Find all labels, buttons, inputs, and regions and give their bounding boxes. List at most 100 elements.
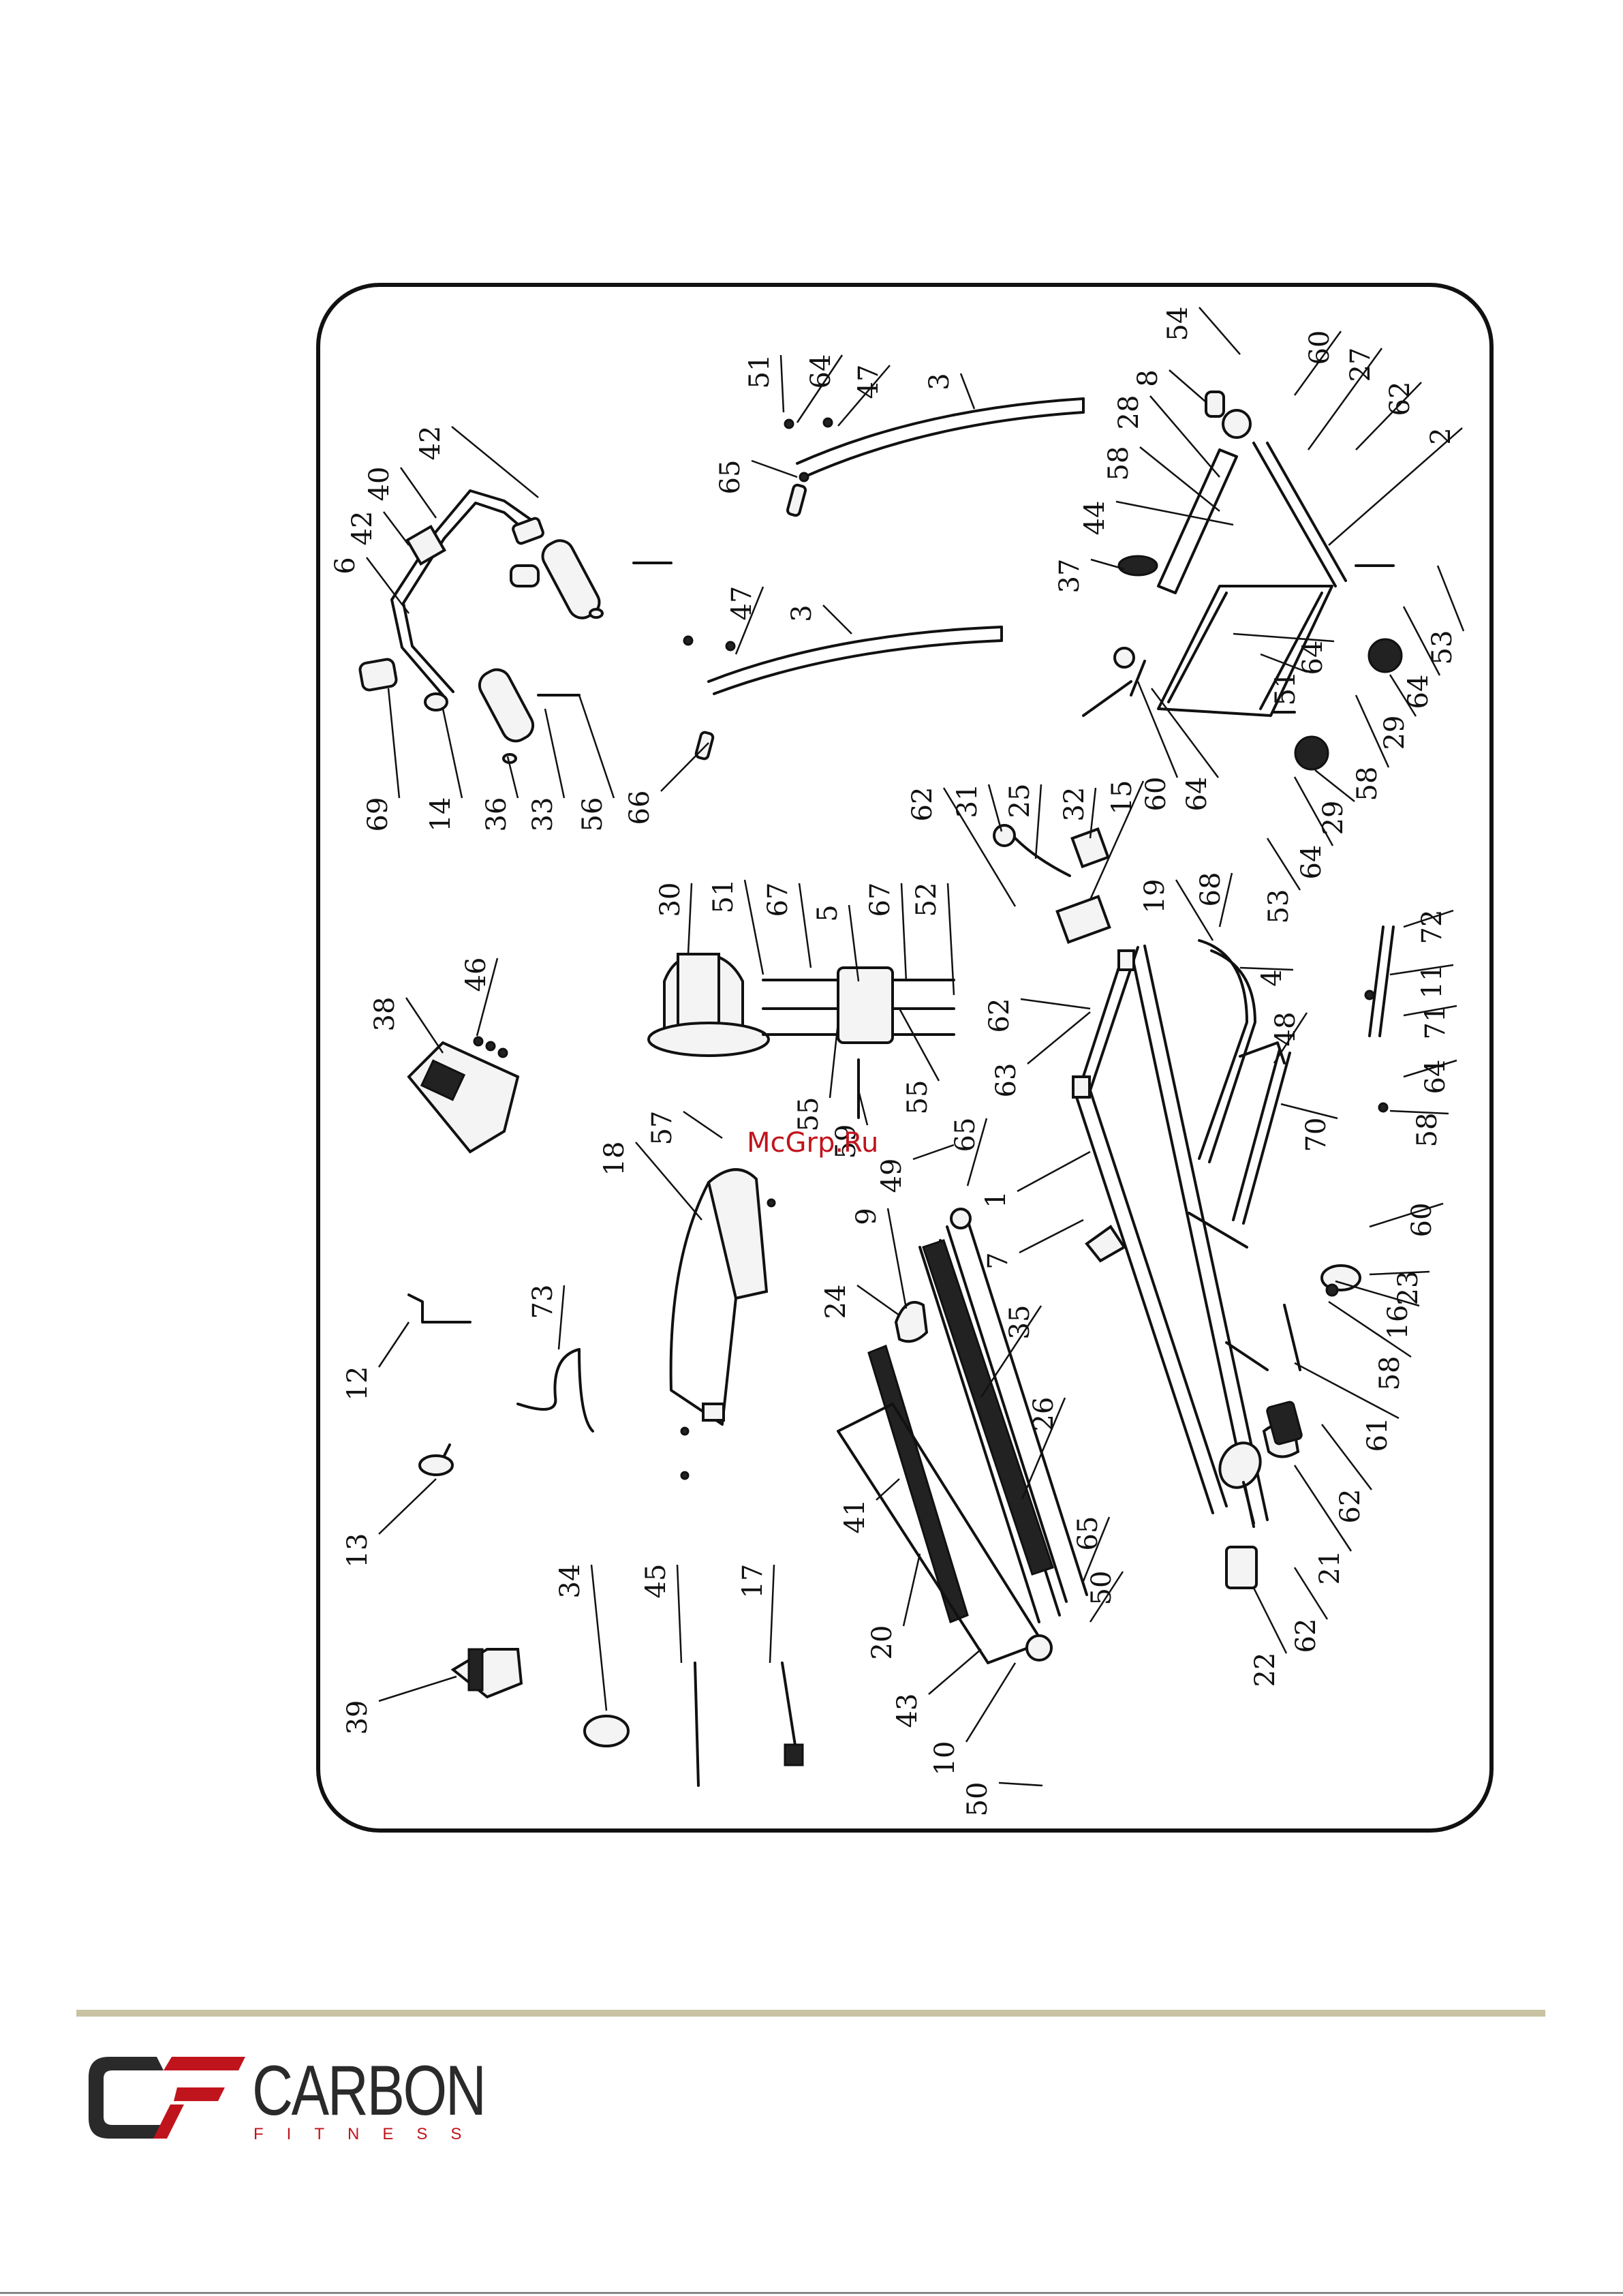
leader-line-30 (687, 883, 693, 955)
leader-line-44 (1115, 500, 1234, 526)
leader-line-42 (383, 511, 409, 546)
leader-line-6 (366, 557, 409, 614)
part-label-21: 21 (1314, 1550, 1346, 1585)
leader-line-39 (378, 1675, 457, 1702)
part-label-59: 59 (831, 1124, 862, 1159)
brand-name: CARBON (252, 2051, 486, 2130)
leader-line-24 (856, 1284, 900, 1317)
leader-line-54 (1199, 307, 1241, 355)
part-label-62: 62 (984, 998, 1015, 1033)
diagram-frame (316, 283, 1494, 1833)
leader-line-62 (1321, 1424, 1372, 1490)
leader-line-27 (1307, 348, 1383, 450)
part-label-2: 2 (1425, 427, 1457, 444)
leader-line-71 (1403, 1005, 1457, 1017)
part-label-58: 58 (1352, 767, 1383, 801)
carbon-fitness-logo-mark (89, 2057, 245, 2139)
part-label-15: 15 (1107, 780, 1138, 815)
part-label-28: 28 (1113, 395, 1145, 430)
part-label-7: 7 (983, 1252, 1014, 1269)
leader-line-51 (743, 879, 764, 975)
leader-line-42 (451, 426, 539, 498)
leader-line-56 (578, 694, 615, 799)
leader-line-17 (769, 1564, 775, 1664)
leader-line-64 (1233, 632, 1335, 643)
leader-line-69 (387, 688, 401, 799)
leader-line-66 (660, 742, 709, 792)
leader-line-10 (965, 1662, 1017, 1743)
part-label-62: 62 (1385, 382, 1416, 416)
part-label-51: 51 (708, 879, 739, 914)
part-label-67: 67 (865, 883, 896, 917)
part-label-50: 50 (962, 1782, 993, 1817)
part-label-64: 64 (1297, 641, 1329, 675)
handlebar-assembly (358, 489, 673, 764)
part-label-67: 67 (762, 883, 794, 917)
leader-line-47 (837, 365, 891, 427)
leader-line-2 (1328, 427, 1463, 546)
part-label-4: 4 (1256, 969, 1288, 986)
leader-line-41 (876, 1478, 900, 1501)
leader-line-3 (822, 604, 852, 634)
leader-line-49 (912, 1144, 955, 1161)
leader-line-62 (1293, 1567, 1329, 1620)
leader-line-43 (928, 1649, 982, 1695)
part-label-47: 47 (726, 586, 758, 621)
leader-line-19 (1175, 879, 1214, 941)
leader-line-47 (735, 586, 764, 655)
leader-line-8 (1169, 369, 1207, 403)
leader-line-16 (1335, 1280, 1420, 1307)
part-label-10: 10 (929, 1741, 961, 1776)
part-label-40: 40 (364, 467, 395, 502)
leader-line-62 (1355, 382, 1422, 450)
leader-line-28 (1149, 395, 1220, 478)
part-label-63: 63 (991, 1063, 1022, 1098)
part-label-1: 1 (980, 1191, 1012, 1208)
part-label-12: 12 (342, 1366, 373, 1401)
part-label-32: 32 (1059, 787, 1090, 822)
part-label-71: 71 (1420, 1005, 1451, 1040)
leader-line-60 (1293, 331, 1342, 396)
leader-line-12 (377, 1321, 410, 1368)
leader-line-29 (1389, 674, 1417, 717)
part-label-31: 31 (952, 784, 983, 818)
part-label-58: 58 (1374, 1356, 1406, 1391)
motor-cover (669, 1168, 776, 1480)
leader-line-51 (779, 354, 785, 413)
part-label-29: 29 (1379, 716, 1410, 750)
part-label-64: 64 (1420, 1060, 1451, 1095)
page-bottom-rule (0, 2292, 1623, 2294)
leader-line-29 (1314, 769, 1355, 802)
leader-line-72 (1403, 909, 1454, 928)
leader-line-37 (1090, 558, 1125, 570)
part-label-39: 39 (342, 1700, 373, 1735)
part-label-20: 20 (867, 1625, 898, 1660)
leader-line-53 (1436, 565, 1465, 632)
part-label-54: 54 (1162, 307, 1194, 341)
leader-line-64 (1293, 776, 1334, 846)
part-label-62: 62 (1290, 1619, 1322, 1653)
part-label-66: 66 (624, 791, 655, 825)
part-label-60: 60 (1406, 1203, 1438, 1238)
rear-feet-and-wheels (1218, 925, 1395, 1589)
leader-line-32 (1089, 787, 1097, 839)
part-label-68: 68 (1195, 872, 1226, 907)
part-label-17: 17 (737, 1564, 769, 1599)
part-label-65: 65 (950, 1118, 981, 1152)
part-label-62: 62 (1335, 1489, 1366, 1524)
part-label-36: 36 (481, 797, 512, 832)
leader-line-40 (399, 467, 437, 519)
part-label-8: 8 (1132, 369, 1164, 386)
part-label-62: 62 (907, 787, 938, 822)
part-label-56: 56 (577, 797, 608, 832)
leader-line-45 (676, 1564, 683, 1664)
leader-line-73 (557, 1285, 566, 1350)
part-label-3: 3 (924, 373, 955, 390)
loose-accessories (407, 1294, 804, 1787)
leader-line-13 (378, 1478, 437, 1535)
leader-line-33 (544, 708, 566, 799)
leader-line-31 (987, 784, 1003, 832)
part-label-55: 55 (793, 1097, 824, 1132)
part-label-38: 38 (369, 997, 401, 1032)
